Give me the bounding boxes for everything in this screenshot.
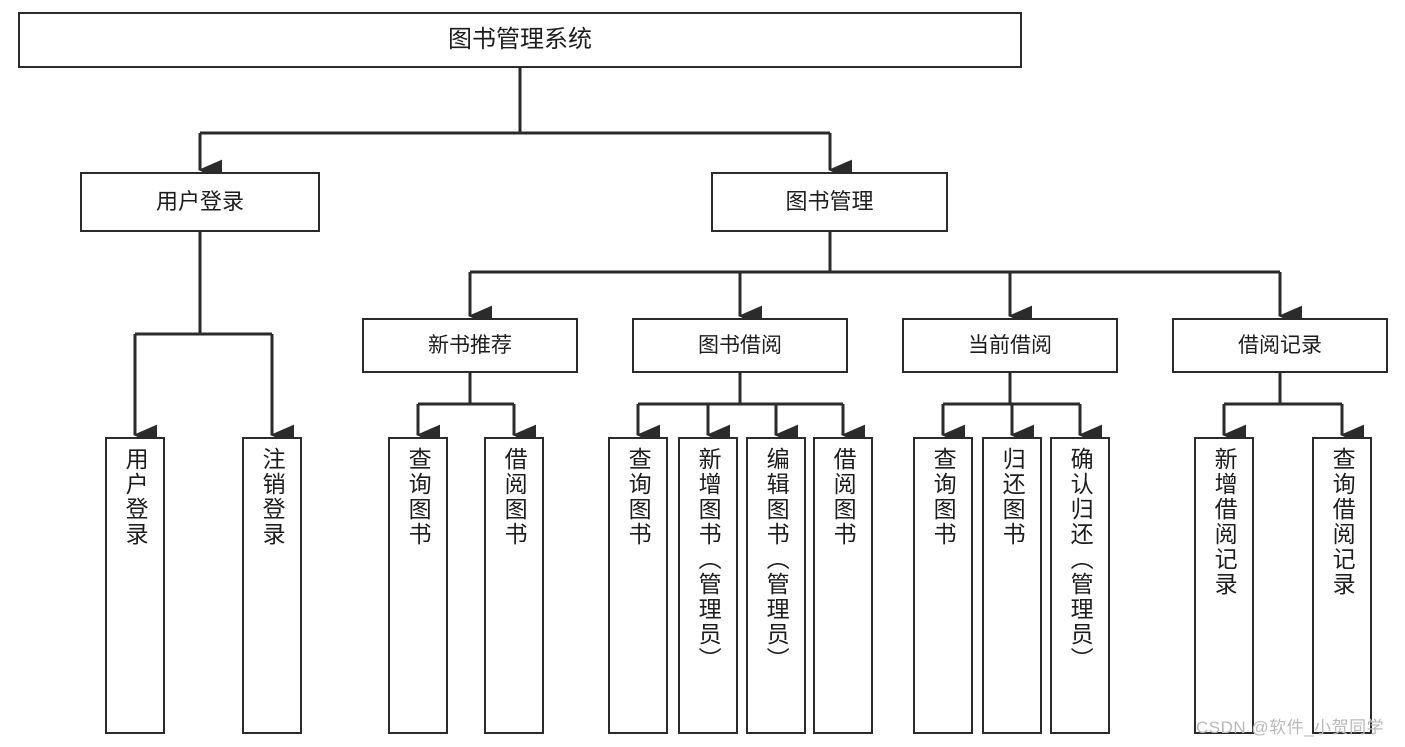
level1-node-label: 用户登录 (155, 188, 244, 214)
node-leaf-logout[interactable]: 注销登录 (242, 437, 302, 734)
leaf-node-label: 查询借阅记录 (1329, 447, 1356, 597)
level2-node-label: 新书推荐 (428, 333, 512, 357)
node-current-borrow[interactable]: 当前借阅 (902, 318, 1118, 373)
node-leaf-add-book[interactable]: 新增图书（管理员） (678, 437, 738, 734)
leaf-node-label: 确认归还（管理员） (1067, 447, 1094, 672)
leaf-node-label: 注销登录 (259, 447, 286, 547)
leaf-node-label: 编辑图书（管理员） (763, 447, 790, 672)
node-leaf-borrow-book-1[interactable]: 借阅图书 (484, 437, 544, 734)
node-leaf-edit-book[interactable]: 编辑图书（管理员） (746, 437, 806, 734)
level2-node-label: 当前借阅 (968, 333, 1052, 357)
level1-node-label: 图书管理 (785, 188, 874, 214)
connector-lines (133, 68, 1365, 446)
node-leaf-confirm-return[interactable]: 确认归还（管理员） (1050, 437, 1110, 734)
leaf-node-label: 新增借阅记录 (1211, 447, 1238, 597)
node-leaf-query-record[interactable]: 查询借阅记录 (1312, 437, 1372, 734)
root-node-label: 图书管理系统 (448, 25, 592, 53)
node-leaf-query-book-2[interactable]: 查询图书 (608, 437, 668, 734)
level2-node-label: 图书借阅 (698, 333, 782, 357)
node-leaf-query-book-3[interactable]: 查询图书 (913, 437, 973, 734)
leaf-node-label: 用户登录 (122, 447, 149, 547)
node-leaf-user-login[interactable]: 用户登录 (105, 437, 165, 734)
node-leaf-return-book[interactable]: 归还图书 (982, 437, 1042, 734)
node-borrow-record[interactable]: 借阅记录 (1172, 318, 1388, 373)
leaf-node-label: 新增图书（管理员） (695, 447, 722, 672)
node-book-borrow[interactable]: 图书借阅 (632, 318, 848, 373)
node-new-book-recommend[interactable]: 新书推荐 (362, 318, 578, 373)
node-leaf-add-record[interactable]: 新增借阅记录 (1194, 437, 1254, 734)
node-leaf-query-book-1[interactable]: 查询图书 (388, 437, 448, 734)
leaf-node-label: 借阅图书 (830, 447, 857, 547)
node-book-manage[interactable]: 图书管理 (711, 172, 948, 232)
leaf-node-label: 借阅图书 (501, 447, 528, 547)
node-leaf-borrow-book-2[interactable]: 借阅图书 (813, 437, 873, 734)
leaf-node-label: 查询图书 (625, 447, 652, 547)
level2-node-label: 借阅记录 (1238, 333, 1322, 357)
leaf-node-label: 查询图书 (405, 447, 432, 547)
node-user-login[interactable]: 用户登录 (80, 172, 320, 232)
leaf-node-label: 归还图书 (999, 447, 1026, 547)
leaf-node-label: 查询图书 (930, 447, 957, 547)
node-root[interactable]: 图书管理系统 (18, 12, 1022, 68)
